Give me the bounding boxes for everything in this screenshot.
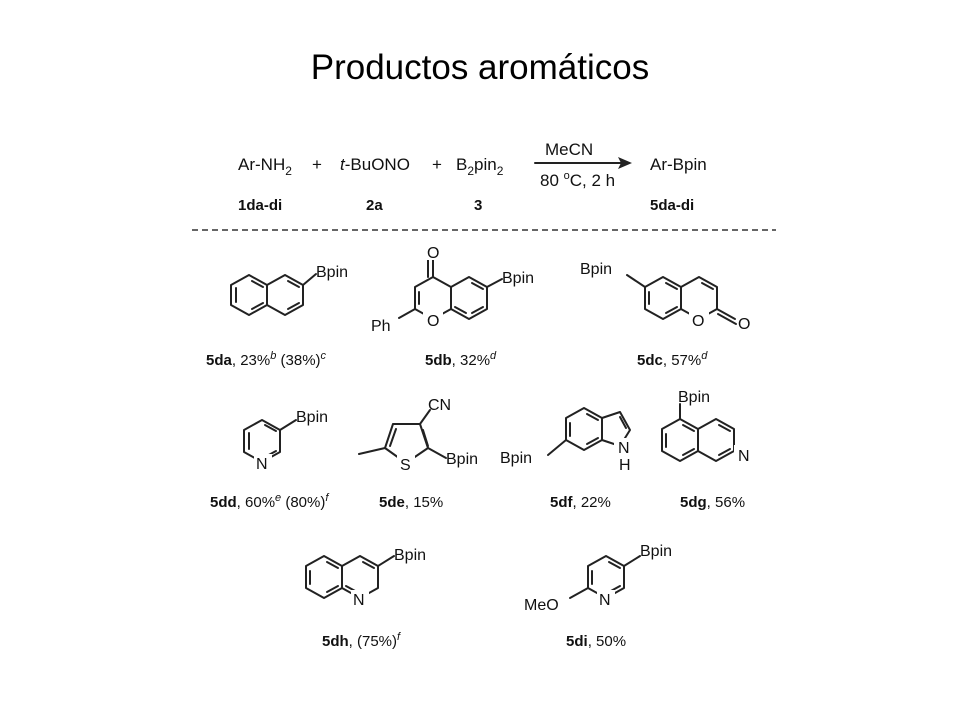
caption-5df: 5df, 22% xyxy=(550,494,611,511)
structure-5dc: O O Bpin xyxy=(580,261,750,333)
caption-5db: 5db, 32%d xyxy=(425,350,497,369)
atom-bpin: Bpin xyxy=(502,270,534,287)
reactant-nitrite: t-BuONO xyxy=(340,155,410,174)
label-reactant-2: 2a xyxy=(366,197,383,214)
label-reactant-3: 3 xyxy=(474,197,482,214)
structure-5dd: N Bpin xyxy=(243,409,328,473)
caption-5dg: 5dg, 56% xyxy=(680,494,745,511)
atom-nitrogen: N xyxy=(353,592,365,609)
atom-oxygen-ring: O xyxy=(427,313,439,330)
atom-oxygen-ring: O xyxy=(692,313,704,330)
reactant-amine: Ar-NH2 xyxy=(238,155,292,178)
plus-sign-1: + xyxy=(312,155,322,174)
structure-5da: Bpin xyxy=(230,264,348,316)
atom-bpin: Bpin xyxy=(394,547,426,564)
atom-bpin: Bpin xyxy=(296,409,328,426)
atom-methoxy: MeO xyxy=(524,597,559,614)
caption-5dc: 5dc, 57%d xyxy=(637,350,708,369)
atom-oxygen-carbonyl: O xyxy=(738,316,750,333)
structure-5dh: N Bpin xyxy=(305,547,426,609)
slide-title: Productos aromáticos xyxy=(310,48,650,87)
atom-cyano: CN xyxy=(428,397,451,414)
caption-5de: 5de, 15% xyxy=(379,494,443,511)
structure-5df: N H Bpin xyxy=(500,407,634,474)
structure-5di: N Bpin MeO xyxy=(524,543,672,614)
reactant-diboron: B2pin2 xyxy=(456,155,504,178)
reaction-equation: Ar-NH2 + t-BuONO + B2pin2 MeCN 80 oC, 2 … xyxy=(238,140,707,214)
solvent-label: MeCN xyxy=(545,140,593,159)
atom-bpin: Bpin xyxy=(580,261,612,278)
conditions-label: 80 oC, 2 h xyxy=(540,170,615,190)
atom-bpin: Bpin xyxy=(640,543,672,560)
caption-5dd: 5dd, 60%e (80%)f xyxy=(210,492,329,511)
atom-nitrogen: N xyxy=(256,456,268,473)
caption-5da: 5da, 23%b (38%)c xyxy=(206,350,327,369)
plus-sign-2: + xyxy=(432,155,442,174)
atom-hydrogen: H xyxy=(619,457,631,474)
atom-sulfur: S xyxy=(400,457,411,474)
label-product: 5da-di xyxy=(650,197,694,214)
product-label: Ar-Bpin xyxy=(650,155,707,174)
atom-bpin: Bpin xyxy=(446,451,478,468)
atom-oxygen-carbonyl: O xyxy=(427,245,439,262)
structure-5db: O O Ph Bpin xyxy=(371,245,534,335)
atom-nitrogen: N xyxy=(618,440,630,457)
atom-nitrogen: N xyxy=(599,592,611,609)
atom-nitrogen: N xyxy=(738,448,750,465)
structure-5dg: N Bpin xyxy=(661,389,754,465)
caption-5di: 5di, 50% xyxy=(566,633,626,650)
atom-bpin: Bpin xyxy=(500,450,532,467)
arrow-head-icon xyxy=(618,157,632,169)
atom-bpin: Bpin xyxy=(316,264,348,281)
label-reactant-1: 1da-di xyxy=(238,197,282,214)
structure-5de: S CN Bpin xyxy=(358,397,478,474)
atom-bpin: Bpin xyxy=(678,389,710,406)
atom-phenyl: Ph xyxy=(371,318,391,335)
caption-5dh: 5dh, (75%)f xyxy=(322,631,401,650)
